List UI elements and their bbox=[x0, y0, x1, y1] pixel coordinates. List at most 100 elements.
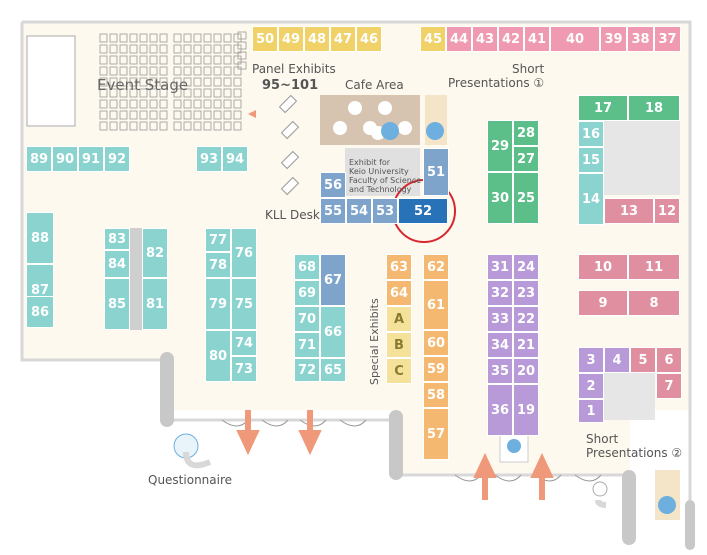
booth-23[interactable]: 23 bbox=[513, 280, 539, 306]
booth-94[interactable]: 94 bbox=[222, 146, 248, 172]
booth-30[interactable]: 30 bbox=[487, 172, 513, 224]
booth-64[interactable]: 64 bbox=[386, 280, 412, 306]
booth-65[interactable]: 65 bbox=[320, 358, 346, 382]
booth-20[interactable]: 20 bbox=[513, 358, 539, 384]
booth-42[interactable]: 42 bbox=[498, 26, 524, 52]
booth-83[interactable]: 83 bbox=[104, 228, 130, 250]
booth-24[interactable]: 24 bbox=[513, 254, 539, 280]
seat bbox=[183, 66, 192, 76]
booth-70[interactable]: 70 bbox=[294, 306, 320, 332]
booth-32[interactable]: 32 bbox=[487, 280, 513, 306]
booth-82[interactable]: 82 bbox=[142, 228, 168, 278]
booth-63[interactable]: 63 bbox=[386, 254, 412, 280]
booth-47[interactable]: 47 bbox=[330, 26, 356, 52]
booth-18[interactable]: 18 bbox=[628, 95, 680, 121]
booth-52[interactable]: 52 bbox=[398, 198, 448, 224]
booth-79[interactable]: 79 bbox=[205, 278, 231, 330]
booth-59[interactable]: 59 bbox=[423, 356, 449, 382]
booth-92[interactable]: 92 bbox=[104, 146, 130, 172]
booth-13[interactable]: 13 bbox=[604, 198, 654, 224]
booth-73[interactable]: 73 bbox=[231, 356, 257, 382]
booth-39[interactable]: 39 bbox=[600, 26, 627, 52]
booth-14[interactable]: 14 bbox=[578, 173, 604, 225]
booth-15[interactable]: 15 bbox=[578, 147, 604, 173]
booth-17[interactable]: 17 bbox=[578, 95, 628, 121]
booth-78[interactable]: 78 bbox=[205, 252, 231, 278]
booth-66[interactable]: 66 bbox=[320, 306, 346, 358]
booth-5[interactable]: 5 bbox=[630, 347, 656, 373]
booth-93[interactable]: 93 bbox=[196, 146, 222, 172]
booth-31[interactable]: 31 bbox=[487, 254, 513, 280]
booth-86[interactable]: 86 bbox=[26, 296, 54, 328]
booth-35[interactable]: 35 bbox=[487, 358, 513, 384]
booth-45[interactable]: 45 bbox=[420, 26, 446, 52]
seat bbox=[149, 33, 158, 43]
booth-3[interactable]: 3 bbox=[578, 347, 604, 373]
booth-88[interactable]: 88 bbox=[26, 212, 54, 264]
booth-72[interactable]: 72 bbox=[294, 358, 320, 382]
booth-37[interactable]: 37 bbox=[654, 26, 681, 52]
booth-4[interactable]: 4 bbox=[604, 347, 630, 373]
booth-6[interactable]: 6 bbox=[656, 347, 682, 373]
booth-68[interactable]: 68 bbox=[294, 254, 320, 280]
booth-53[interactable]: 53 bbox=[372, 198, 398, 224]
booth-67[interactable]: 67 bbox=[320, 254, 346, 306]
booth-49[interactable]: 49 bbox=[278, 26, 304, 52]
booth-27[interactable]: 27 bbox=[513, 146, 539, 172]
booth-80[interactable]: 80 bbox=[205, 330, 231, 382]
booth-56[interactable]: 56 bbox=[320, 172, 346, 198]
booth-19[interactable]: 19 bbox=[513, 384, 539, 436]
booth-89[interactable]: 89 bbox=[26, 146, 52, 172]
booth-46[interactable]: 46 bbox=[356, 26, 382, 52]
booth-c[interactable]: C bbox=[386, 358, 412, 384]
booth-10[interactable]: 10 bbox=[578, 254, 628, 280]
booth-38[interactable]: 38 bbox=[627, 26, 654, 52]
booth-8[interactable]: 8 bbox=[628, 290, 680, 316]
booth-33[interactable]: 33 bbox=[487, 306, 513, 332]
booth-71[interactable]: 71 bbox=[294, 332, 320, 358]
pillar-edge bbox=[685, 500, 695, 550]
booth-55[interactable]: 55 bbox=[320, 198, 346, 224]
booth-36[interactable]: 36 bbox=[487, 384, 513, 436]
booth-62[interactable]: 62 bbox=[423, 254, 449, 280]
booth-2[interactable]: 2 bbox=[578, 373, 604, 399]
booth-81[interactable]: 81 bbox=[142, 278, 168, 330]
booth-a[interactable]: A bbox=[386, 306, 412, 332]
booth-11[interactable]: 11 bbox=[628, 254, 680, 280]
booth-74[interactable]: 74 bbox=[231, 330, 257, 356]
booth-50[interactable]: 50 bbox=[252, 26, 278, 52]
booth-91[interactable]: 91 bbox=[78, 146, 104, 172]
booth-60[interactable]: 60 bbox=[423, 330, 449, 356]
booth-29[interactable]: 29 bbox=[487, 120, 513, 172]
booth-76[interactable]: 76 bbox=[231, 228, 257, 278]
booth-7[interactable]: 7 bbox=[656, 373, 682, 399]
booth-9[interactable]: 9 bbox=[578, 290, 628, 316]
booth-51[interactable]: 51 bbox=[423, 148, 449, 196]
booth-75[interactable]: 75 bbox=[231, 278, 257, 330]
booth-48[interactable]: 48 bbox=[304, 26, 330, 52]
booth-43[interactable]: 43 bbox=[472, 26, 498, 52]
booth-12[interactable]: 12 bbox=[654, 198, 680, 224]
booth-61[interactable]: 61 bbox=[423, 280, 449, 330]
booth-85[interactable]: 85 bbox=[104, 278, 130, 330]
booth-34[interactable]: 34 bbox=[487, 332, 513, 358]
booth-16[interactable]: 16 bbox=[578, 121, 604, 147]
booth-44[interactable]: 44 bbox=[446, 26, 472, 52]
seat bbox=[119, 121, 128, 131]
booth-57[interactable]: 57 bbox=[423, 408, 449, 460]
booth-77[interactable]: 77 bbox=[205, 228, 231, 252]
doors-left bbox=[221, 419, 367, 427]
booth-21[interactable]: 21 bbox=[513, 332, 539, 358]
booth-25[interactable]: 25 bbox=[513, 172, 539, 224]
booth-58[interactable]: 58 bbox=[423, 382, 449, 408]
booth-1[interactable]: 1 bbox=[578, 399, 604, 423]
booth-28[interactable]: 28 bbox=[513, 120, 539, 146]
booth-b[interactable]: B bbox=[386, 332, 412, 358]
booth-22[interactable]: 22 bbox=[513, 306, 539, 332]
booth-54[interactable]: 54 bbox=[346, 198, 372, 224]
booth-41[interactable]: 41 bbox=[524, 26, 550, 52]
booth-69[interactable]: 69 bbox=[294, 280, 320, 306]
booth-40[interactable]: 40 bbox=[550, 26, 600, 52]
booth-84[interactable]: 84 bbox=[104, 250, 130, 278]
booth-90[interactable]: 90 bbox=[52, 146, 78, 172]
